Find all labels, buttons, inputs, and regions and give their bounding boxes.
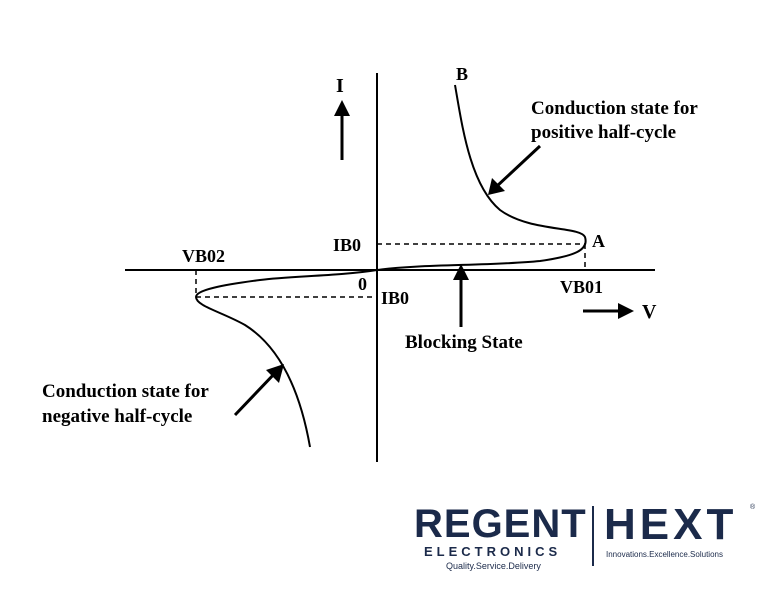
blocking-state-label: Blocking State <box>405 332 523 353</box>
voltage-direction-arrow-icon <box>583 303 634 319</box>
hext-tagline: Innovations.Excellence.Solutions <box>606 550 723 559</box>
point-b-label: B <box>456 64 468 84</box>
regent-electronics-subtitle: ELECTRONICS <box>424 544 562 559</box>
regent-wordmark: REGENT <box>414 502 587 546</box>
current-direction-arrow-icon <box>334 100 350 160</box>
hext-wordmark: HEXT <box>604 500 738 549</box>
ib0-lower-label: IB0 <box>381 288 409 308</box>
negative-conduction-arrow-icon <box>233 364 284 417</box>
origin-label: 0 <box>358 274 367 294</box>
blocking-state-arrow-icon <box>453 264 469 327</box>
vb01-label: VB01 <box>560 277 603 297</box>
regent-tagline: Quality.Service.Delivery <box>446 561 541 571</box>
characteristic-curve <box>194 84 587 448</box>
registered-mark: ® <box>750 504 756 511</box>
vb02-label: VB02 <box>182 246 225 266</box>
positive-conduction-label-line1: Conduction state for <box>531 98 698 119</box>
negative-conduction-label-line2: negative half-cycle <box>42 406 192 427</box>
current-axis-label: I <box>336 75 344 97</box>
negative-conduction-label-line1: Conduction state for <box>42 381 209 402</box>
point-a-label: A <box>592 231 605 251</box>
ib0-upper-label: IB0 <box>333 235 361 255</box>
positive-conduction-arrow-icon <box>488 144 542 195</box>
logo-divider <box>592 506 594 566</box>
voltage-axis-label: V <box>642 301 657 323</box>
regent-hext-logo: REGENT ELECTRONICS Quality.Service.Deliv… <box>400 500 760 580</box>
positive-conduction-label-line2: positive half-cycle <box>531 122 676 143</box>
